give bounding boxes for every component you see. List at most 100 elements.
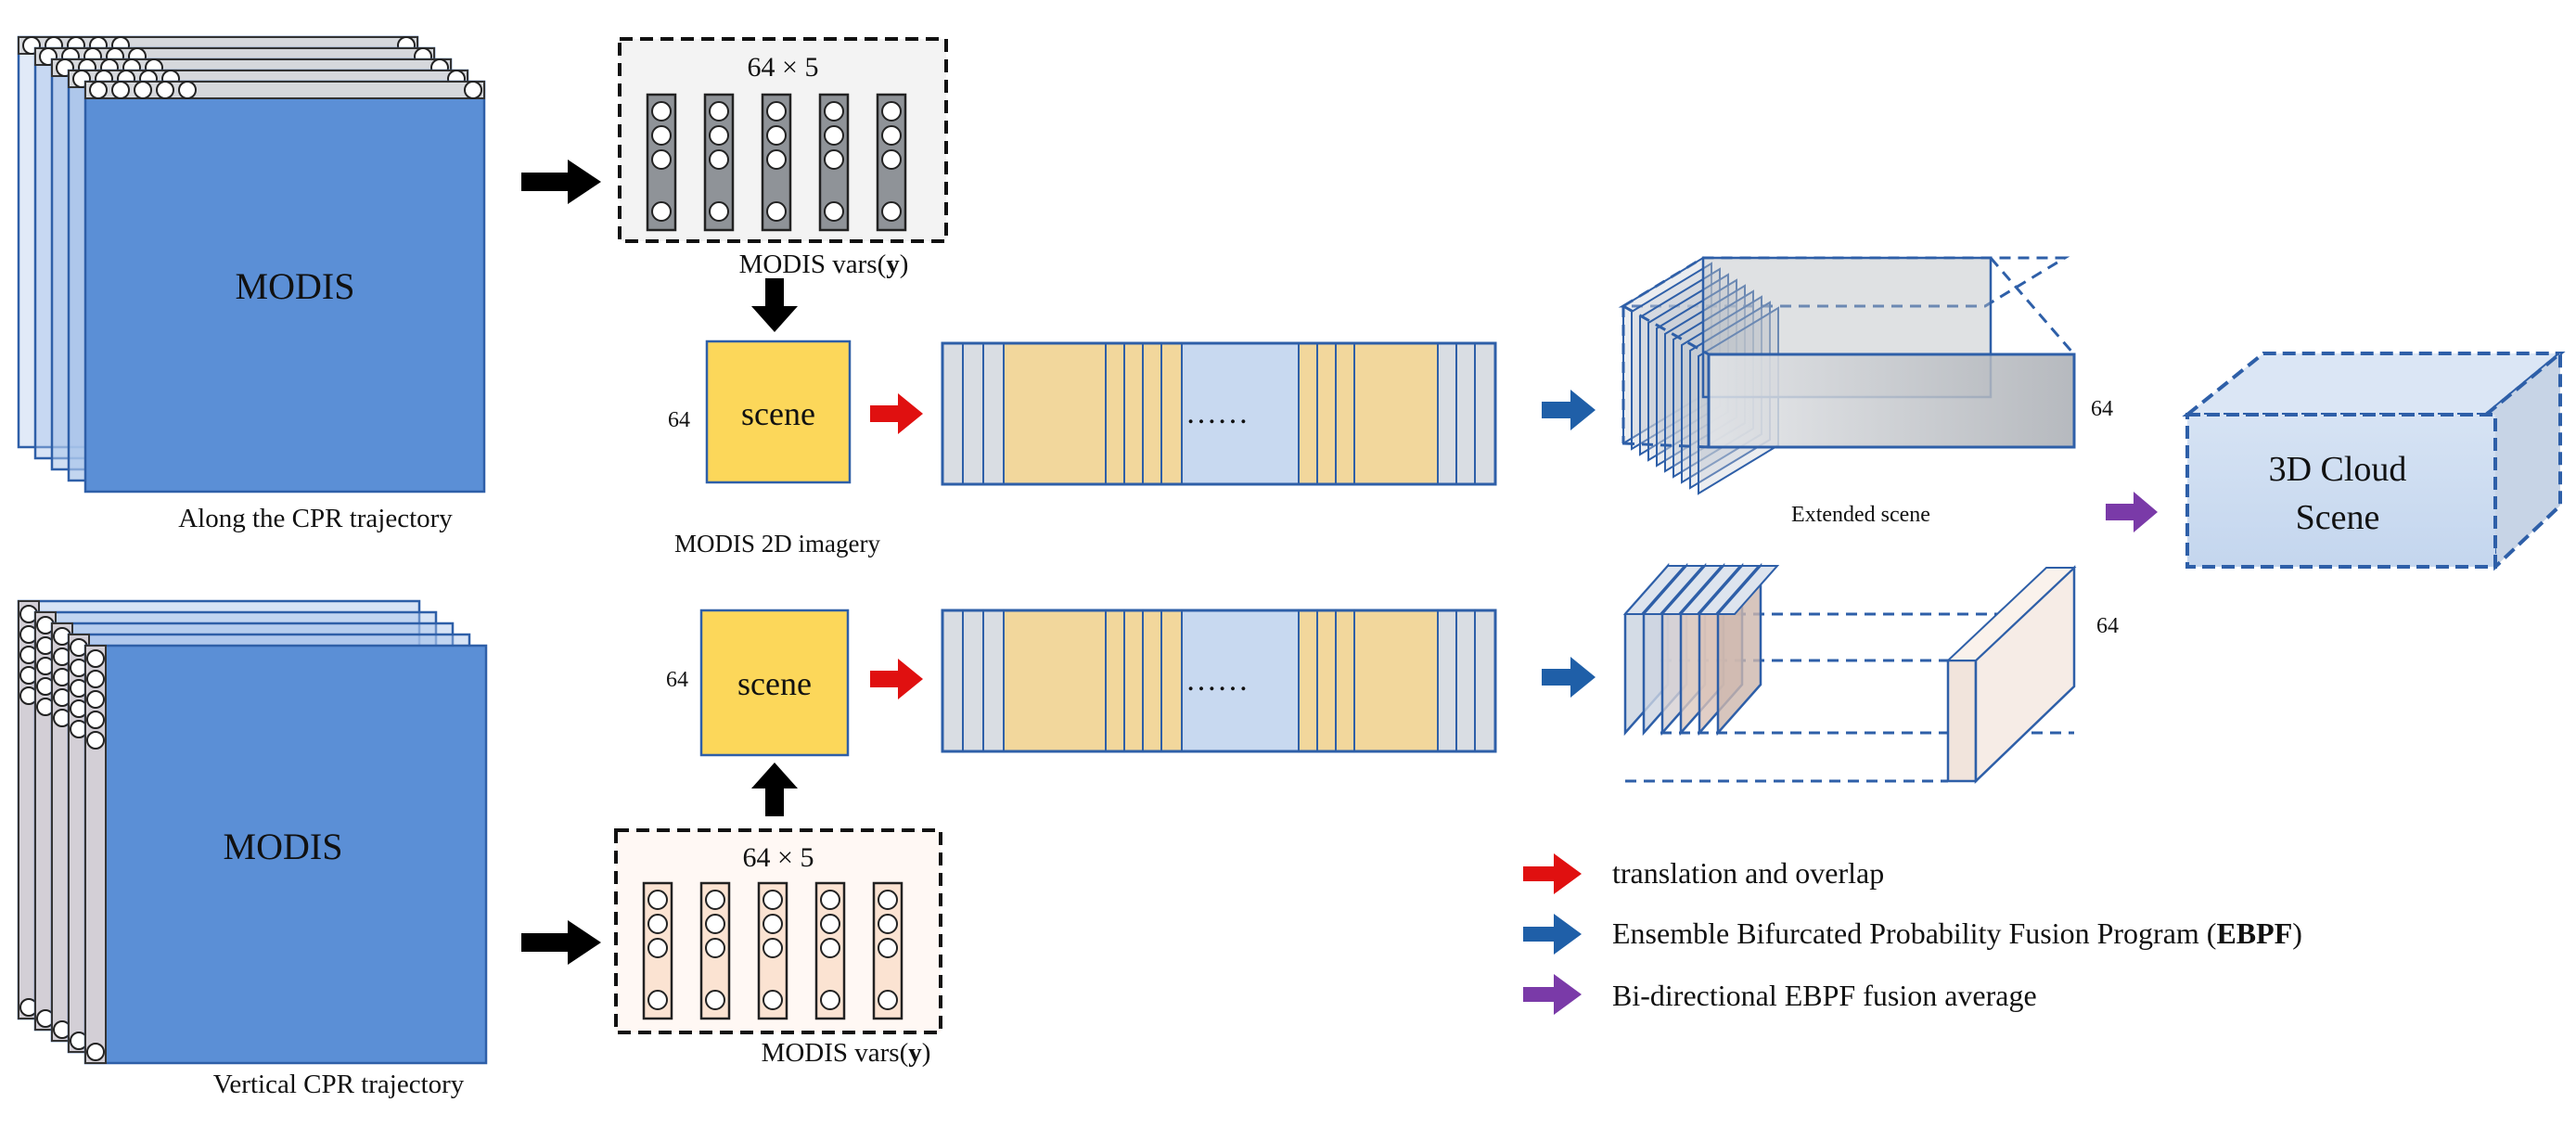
top-blue-arrow <box>1542 390 1596 430</box>
bottom-vars-caption: MODIS vars(y) <box>762 1038 931 1068</box>
top-var-node <box>651 101 672 122</box>
top-var-node <box>881 125 902 146</box>
bottom-var-node <box>878 890 898 910</box>
strip-segment <box>1160 609 1183 752</box>
top-extended-scene <box>1618 256 2076 495</box>
bottom-modis-band <box>84 645 107 1064</box>
top-modis-pixel <box>111 81 130 99</box>
strip-segment <box>942 609 964 752</box>
legend-red-label: translation and overlap <box>1612 856 1884 890</box>
bottom-scene-size: 64 <box>666 668 688 692</box>
strip-segment <box>1160 342 1183 485</box>
strip-segment <box>962 609 984 752</box>
strip-segment <box>982 609 1005 752</box>
strip-segment <box>982 342 1005 485</box>
top-var-node <box>881 149 902 170</box>
top-modis-pixel <box>464 81 482 99</box>
extended-edge <box>1622 442 1710 449</box>
strip-segment <box>1316 609 1337 752</box>
bottom-var-node <box>820 890 840 910</box>
top-strip <box>941 341 1497 486</box>
bottom-var-node <box>820 914 840 934</box>
bottom-strip-ellipsis: …… <box>1185 663 1249 698</box>
top-var-columns <box>646 93 907 232</box>
strip-segment <box>1437 609 1457 752</box>
top-var-node <box>651 201 672 222</box>
bottom-var-node <box>763 990 783 1010</box>
bottom-var-node <box>878 990 898 1010</box>
strip-segment <box>1003 342 1107 485</box>
legend-blue-label: Ensemble Bifurcated Probability Fusion P… <box>1612 916 2302 950</box>
top-var-node <box>766 149 787 170</box>
bottom-scene-box <box>699 609 850 757</box>
top-var-node <box>824 149 844 170</box>
top-scene-size: 64 <box>668 408 690 432</box>
top-var-node <box>651 125 672 146</box>
top-imagery-caption: MODIS 2D imagery <box>674 530 880 558</box>
strip-segment <box>1123 609 1144 752</box>
extended-edge <box>1622 304 1710 356</box>
bottom-scene-label: scene <box>737 665 812 702</box>
strip-segment <box>1298 342 1318 485</box>
bottom-slab-top <box>1641 565 1706 615</box>
strip-segment <box>1105 609 1125 752</box>
bottom-right-slab-top <box>1945 567 2077 661</box>
top-var-node <box>709 149 729 170</box>
top-modis-label: MODIS <box>236 265 355 307</box>
strip-segment <box>1353 609 1439 752</box>
top-strip-ellipsis: …… <box>1185 396 1249 430</box>
strip-segment <box>1142 342 1162 485</box>
top-trajectory-label: Along the CPR trajectory <box>178 504 453 533</box>
top-modis-pixel <box>134 81 152 99</box>
legend-purple-arrow <box>1523 974 1582 1015</box>
bottom-blue-arrow <box>1542 657 1596 698</box>
strip-segment <box>1123 342 1144 485</box>
top-var-node <box>824 101 844 122</box>
bottom-strip <box>941 609 1497 753</box>
cloud-scene-box <box>2182 349 2566 571</box>
bottom-modis-pixel <box>86 670 105 688</box>
bottom-extended-size: 64 <box>2096 614 2119 638</box>
strip-segment <box>1335 342 1355 485</box>
extended-edge <box>1989 257 2076 355</box>
bottom-extended-scene <box>1622 562 2077 784</box>
strip-outline <box>941 341 1497 486</box>
top-vars-caption: MODIS vars(y) <box>739 250 909 279</box>
top-var-node <box>651 149 672 170</box>
top-var-node <box>766 201 787 222</box>
bottom-slab-top <box>1715 565 1780 615</box>
bottom-var-columns <box>642 881 904 1020</box>
top-var-node <box>881 101 902 122</box>
bottom-var-node <box>647 914 668 934</box>
legend-purple-label: Bi-directional EBPF fusion average <box>1612 979 2037 1012</box>
top-modis-stack <box>17 35 486 494</box>
bottom-var-node <box>878 938 898 958</box>
bottom-var-node <box>705 990 725 1010</box>
bottom-var-node <box>705 890 725 910</box>
bottom-var-node <box>763 890 783 910</box>
bottom-modis-pixel <box>86 731 105 750</box>
bottom-modis-pixel <box>86 690 105 709</box>
bottom-var-node <box>705 914 725 934</box>
bottom-modis-layer <box>83 644 488 1065</box>
bottom-black-arrow-right <box>521 920 601 965</box>
bottom-slab-top <box>1697 565 1762 615</box>
legend-blue-arrow <box>1523 914 1582 955</box>
strip-segment <box>1298 609 1318 752</box>
purple-arrow <box>2106 492 2158 532</box>
top-var-node <box>709 201 729 222</box>
bottom-var-node <box>820 990 840 1010</box>
bottom-modis-label: MODIS <box>224 826 343 867</box>
bottom-trajectory-label: Vertical CPR trajectory <box>213 1070 465 1099</box>
top-red-arrow <box>870 393 923 434</box>
bottom-right-slab-front <box>1946 659 1978 783</box>
top-var-node <box>824 125 844 146</box>
top-black-arrow-right <box>521 160 601 204</box>
strip-segment <box>1335 609 1355 752</box>
bottom-var-node <box>763 938 783 958</box>
bottom-modis-pixel <box>86 711 105 729</box>
strip-segment <box>1142 609 1162 752</box>
bottom-vars-dims: 64 × 5 <box>743 842 814 873</box>
